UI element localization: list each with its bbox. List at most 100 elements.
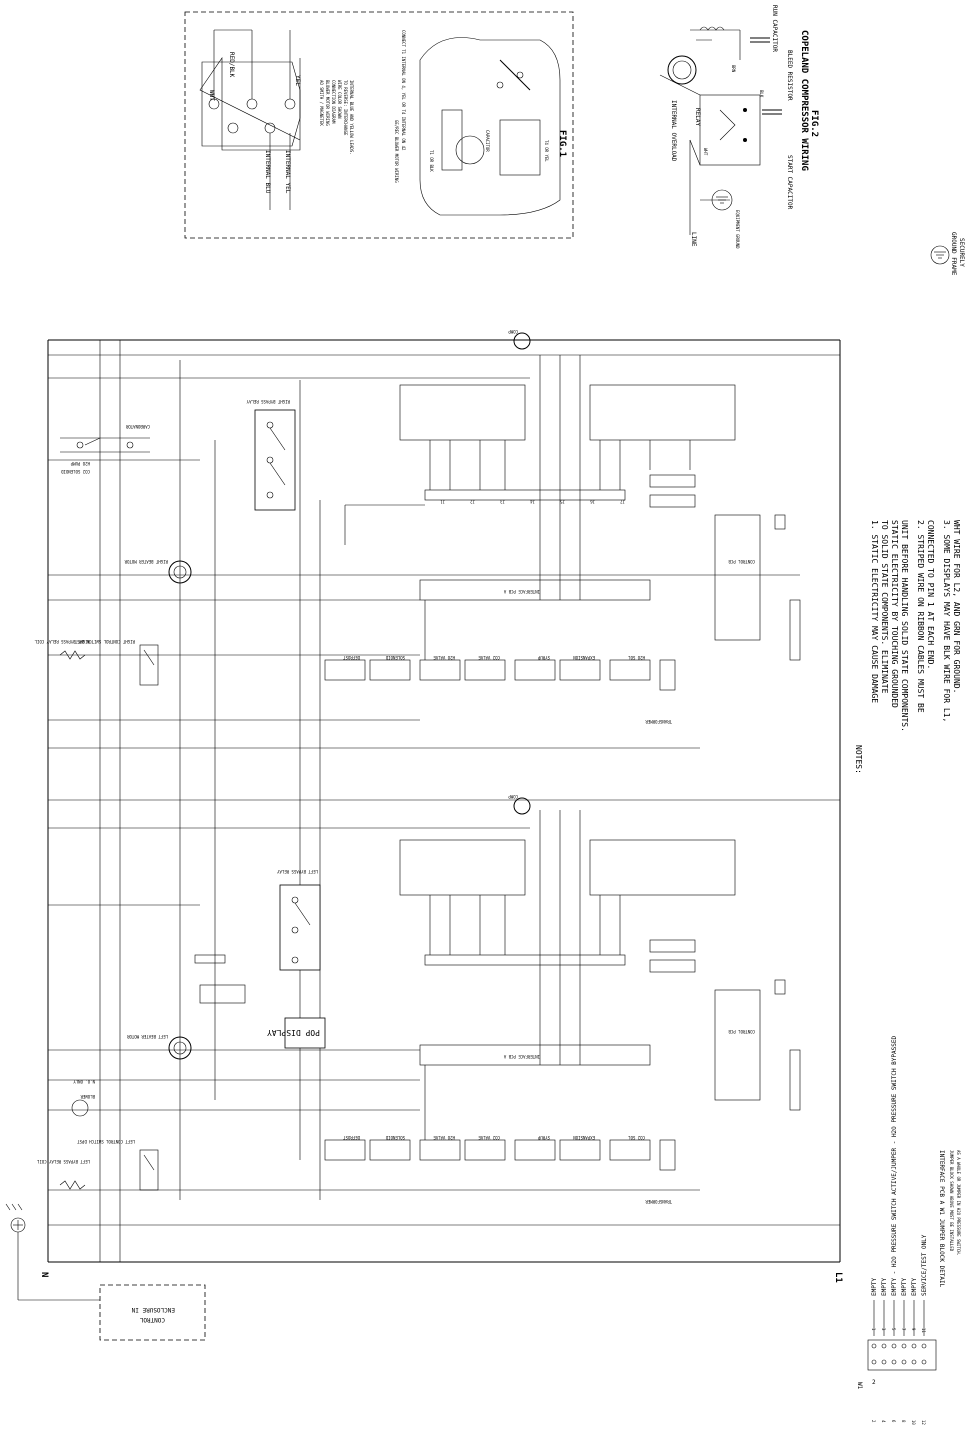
j2-label: J2: [470, 499, 475, 504]
jumper-pin: [871, 1343, 877, 1349]
notes: NOTES: 1. STATIC ELECTRICITY MAY CAUSE D…: [854, 520, 961, 774]
jumper-pin-right-label: 7: [901, 1328, 906, 1331]
jumper-pin-left-label: 12: [921, 1420, 926, 1425]
fig2-line: LINE: [690, 232, 697, 247]
valve-syrup-left: SYRUP: [537, 1135, 550, 1140]
interface-pcb-left: INTERFACE PCB A: [503, 1054, 540, 1059]
blower-nc-label: N.O. ONLY: [73, 1079, 95, 1084]
right-control-switch: RIGHT CONTROL SWITCH DPST RIGHT BYPASS R…: [34, 639, 159, 686]
carbonator-label: CARBONATOR: [125, 424, 150, 429]
jumper-pin-left-label: 6: [891, 1420, 896, 1423]
left-relay-coil-label: LEFT BYPASS RELAY COIL: [36, 1159, 90, 1164]
left-compressor: COMP: [508, 794, 531, 815]
jumper-w1: W1: [856, 1382, 863, 1390]
lower-controller: DEFROST SOLENOID H2O VALVE CO2 VALVE SYR…: [324, 810, 801, 1204]
valve-solenoid-right: SOLENOID: [385, 655, 405, 660]
control-enclosure-2: ENCLOSURE IN: [131, 1306, 175, 1313]
j1-label: J1: [440, 499, 445, 504]
main-ground: [5, 1203, 100, 1301]
control-pcb-right: CONTROL PCB: [728, 559, 755, 564]
right-bypass-relay-label: RIGHT BYPASS RELAY: [246, 399, 290, 404]
control-enclosure-1: CONTROL: [139, 1316, 165, 1323]
fig2-relay: RELAY: [694, 108, 701, 126]
valve-defrost-left: DEFROST: [343, 1135, 360, 1140]
jumper-sub-1: JUMPER BLOCK SHOWN ABOVE MUST BE INSTALL…: [949, 1150, 954, 1252]
note-1a: 1. STATIC ELECTRICITY MAY CAUSE DAMAGE: [870, 520, 879, 703]
j4-label: J4: [530, 499, 535, 504]
left-control-switch: LEFT CONTROL SWITCH DPST LEFT BYPASS REL…: [36, 1139, 159, 1191]
jumper-pin: [901, 1359, 907, 1365]
fig1-ao-note-1: AO SMITH / MAGNETEK: [319, 80, 324, 126]
blower: BLOWER N.O. ONLY: [71, 1079, 95, 1117]
fig1-int-blu: INTERNAL BLU: [264, 150, 271, 194]
upper-controller: DEFROST SOLENOID H2O VALVE CO2 VALVE SYR…: [324, 355, 801, 724]
fig2-wire-blk: BLK: [759, 90, 764, 98]
jumper-row-label: EMPTY: [881, 1278, 888, 1296]
left-comp-label: COMP: [508, 794, 518, 799]
fig2-frame-ground-1: GROUND FRAME: [950, 232, 957, 276]
co2-solenoid-label: CO2 SOLENOID: [61, 469, 90, 474]
left-bypass-relay-label: LEFT BYPASS RELAY: [276, 869, 318, 874]
jumper-pin: [911, 1359, 917, 1365]
fig1-wire-yel: YEL: [294, 75, 301, 86]
valve-h2o-right: H2O VALVE: [433, 655, 455, 660]
jumper-pin: [891, 1343, 897, 1349]
fig2-overload: INTERNAL OVERLOAD: [670, 100, 677, 162]
fig2-wire-wht: WHT: [703, 148, 708, 156]
rail-l1: L1: [833, 1272, 843, 1283]
note-1d: UNIT BEFORE HANDLING SOLID STATE COMPONE…: [900, 520, 909, 732]
jumper-pin-right-label: 5: [891, 1328, 896, 1331]
connector-labels: J1 J2 J3 J4 J5 J6 J7: [440, 499, 625, 504]
left-bypass-relay: LEFT BYPASS RELAY: [276, 869, 321, 971]
fig1-wire-red-blk: RED/BLK: [228, 52, 235, 78]
fig1-wire-wht: WHT: [208, 90, 215, 101]
jumper-pin-right-label: 9: [911, 1328, 916, 1331]
blower-label: BLOWER: [80, 1094, 95, 1099]
fig2-start-cap: START CAPACITOR: [786, 155, 793, 210]
fig1-t4: T4 OR YEL: [544, 140, 549, 162]
jumper-row-label: EMPTY: [871, 1278, 878, 1296]
jumper-row-label: EMPTY: [901, 1278, 908, 1296]
jumper-pin-left-label: 4: [881, 1420, 886, 1423]
fig2-compressor-wiring: RUN CAPACITOR BLEED RESISTOR START CAPAC…: [659, 5, 965, 276]
fig1-ao-note-5: TO REVERSE: INTERCHANGE: [343, 80, 348, 136]
valve-solenoid-left: SOLENOID: [385, 1135, 405, 1140]
valve-co2-right: CO2 VALVE: [478, 655, 500, 660]
jumper-pin-right-label: 3: [881, 1328, 886, 1331]
note-2a: 2. STRIPED WIRE ON RIBBON CABLES MUST BE: [916, 520, 925, 713]
jumper-row-label: SERVICE/TEST ONLY: [921, 1234, 928, 1296]
jumper-pin: [881, 1359, 887, 1365]
valve-co2-sol-left: CO2 SOL: [628, 1135, 645, 1140]
fig1-t1: T1 OR BLK: [429, 150, 434, 172]
left-beater-label: LEFT BEATER MOTOR: [126, 1034, 168, 1039]
fig2-frame-ground-2: SECURELY: [958, 238, 965, 267]
fig2-bleed: BLEED RESISTOR: [786, 50, 793, 101]
jumper-pin: [881, 1343, 887, 1349]
pop-display-label: POP DISPLAY: [267, 1028, 320, 1037]
interface-pcb-right: INTERFACE PCB A: [503, 589, 540, 594]
right-beater-motor: RIGHT BEATER MOTOR: [124, 559, 192, 584]
j3-label: J3: [500, 499, 505, 504]
j7-label: J7: [620, 499, 625, 504]
valve-syrup-right: SYRUP: [537, 655, 550, 660]
fig2-wire-brn: BRN: [731, 65, 736, 73]
fig2-label: FIG.2: [809, 110, 819, 137]
main-schematic: N L1: [5, 329, 843, 1341]
valve-h2o-sol-right: H2O SOL: [628, 655, 645, 660]
notes-title: NOTES:: [854, 745, 863, 774]
fig1-ao-note-2: BLOWER MOTOR WIRING: [325, 80, 330, 126]
fig1-int-yel: INTERNAL YEL: [284, 150, 291, 194]
valve-expansion-right: EXPANSION: [573, 655, 595, 660]
note-1b: TO SOLID STATE COMPONENTS. ELIMINATE: [880, 520, 889, 694]
rail-n: N: [39, 1272, 49, 1277]
jumper-pin-right-label: 1: [871, 1328, 876, 1331]
j5-label: J5: [560, 499, 565, 504]
jumper-pin: [911, 1343, 917, 1349]
note-3a: 3. SOME DISPLAYS MAY HAVE BLK WIRE FOR L…: [942, 520, 951, 722]
h2o-pump-label: H2O PUMP: [70, 461, 90, 466]
transformer-left: TRANSFORMER: [645, 1199, 672, 1204]
fig1-ao-note-6: INTERNAL BLUE AND YELLOW LEADS.: [349, 80, 354, 155]
fig1-capacitor: CAPACITOR: [485, 130, 490, 152]
right-compressor: COMP: [508, 329, 531, 350]
